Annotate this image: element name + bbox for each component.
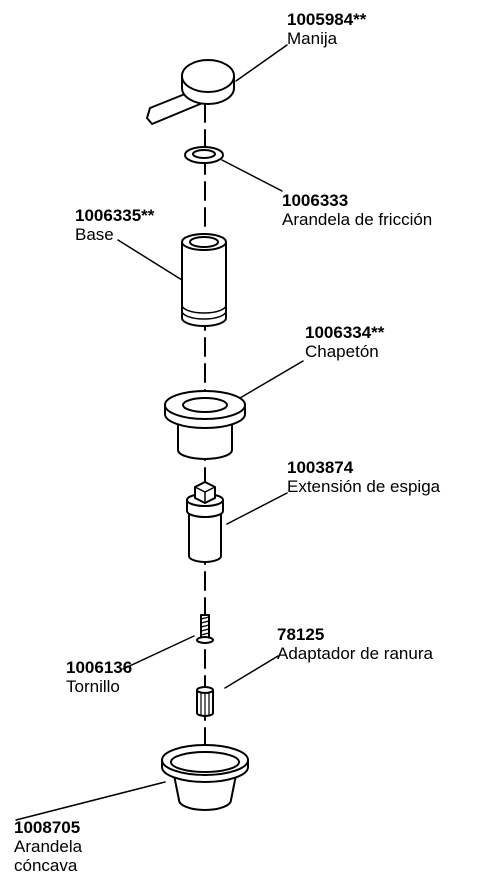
part-name: Base bbox=[75, 225, 114, 244]
part-number: 1006335** bbox=[75, 206, 155, 225]
label-chapeton: 1006334** Chapetón bbox=[305, 323, 384, 361]
part-name: Extensión de espiga bbox=[287, 477, 441, 496]
extension-tube bbox=[188, 509, 222, 563]
label-arandela-concava: 1008705 Arandela cóncava bbox=[14, 818, 82, 875]
part-number: 1008705 bbox=[14, 818, 81, 837]
concave-washer-rim-top bbox=[161, 744, 249, 776]
part-name: Tornillo bbox=[66, 677, 120, 696]
leader-manija bbox=[235, 44, 288, 82]
leader-chapeton bbox=[239, 360, 304, 399]
part-name: Manija bbox=[287, 29, 338, 48]
part-name: Arandela de fricción bbox=[282, 210, 433, 229]
base-ring-2 bbox=[181, 310, 227, 320]
friction-washer-inner bbox=[192, 149, 216, 159]
leader-arandela-concava bbox=[15, 781, 166, 821]
leader-adaptador bbox=[224, 655, 279, 689]
part-number: 1006136 bbox=[66, 658, 133, 677]
leader-extension bbox=[226, 492, 288, 525]
arandela-concava-part bbox=[161, 744, 249, 811]
adaptador-ranura-part bbox=[196, 686, 214, 717]
extension-square-top bbox=[194, 486, 216, 493]
extension-espiga-part bbox=[186, 481, 224, 563]
label-adaptador-ranura: 78125 Adaptador de ranura bbox=[277, 625, 433, 663]
screw-head bbox=[196, 636, 214, 644]
chapeton-part bbox=[164, 390, 246, 460]
part-name-line2: cóncava bbox=[14, 856, 78, 875]
base-part bbox=[181, 233, 227, 327]
leader-arandela-friccion bbox=[221, 159, 283, 192]
part-number: 1005984** bbox=[287, 10, 367, 29]
part-number: 78125 bbox=[277, 625, 325, 644]
part-number: 1003874 bbox=[287, 458, 354, 477]
part-number: 1006334** bbox=[305, 323, 385, 342]
part-name: Arandela bbox=[14, 837, 83, 856]
label-manija: 1005984** Manija bbox=[287, 10, 366, 48]
screw-threads bbox=[200, 616, 210, 636]
chapeton-flange-top bbox=[164, 390, 246, 420]
arandela-friccion-part bbox=[184, 146, 224, 164]
label-base: 1006335** Base bbox=[75, 206, 154, 244]
base-cylinder-bore bbox=[189, 236, 219, 248]
part-number: 1006333 bbox=[282, 191, 349, 210]
adapter-top bbox=[196, 686, 214, 694]
label-arandela-friccion: 1006333 Arandela de fricción bbox=[282, 191, 432, 229]
leader-tornillo bbox=[122, 635, 195, 670]
part-name: Adaptador de ranura bbox=[277, 644, 433, 663]
concave-washer-inner bbox=[170, 751, 240, 773]
label-extension-espiga: 1003874 Extensión de espiga bbox=[287, 458, 440, 496]
adapter-splines bbox=[200, 692, 210, 717]
base-ring-1 bbox=[181, 304, 227, 314]
label-tornillo: 1006136 Tornillo bbox=[66, 658, 132, 696]
manija-part bbox=[146, 59, 235, 125]
manija-body-top bbox=[181, 59, 235, 93]
base-cylinder-body bbox=[181, 241, 227, 327]
chapeton-stem bbox=[177, 417, 233, 460]
tornillo-part bbox=[196, 614, 214, 644]
leader-lines bbox=[15, 44, 304, 821]
leader-base bbox=[117, 239, 183, 281]
chapeton-bore bbox=[182, 397, 228, 413]
part-name: Chapetón bbox=[305, 342, 379, 361]
